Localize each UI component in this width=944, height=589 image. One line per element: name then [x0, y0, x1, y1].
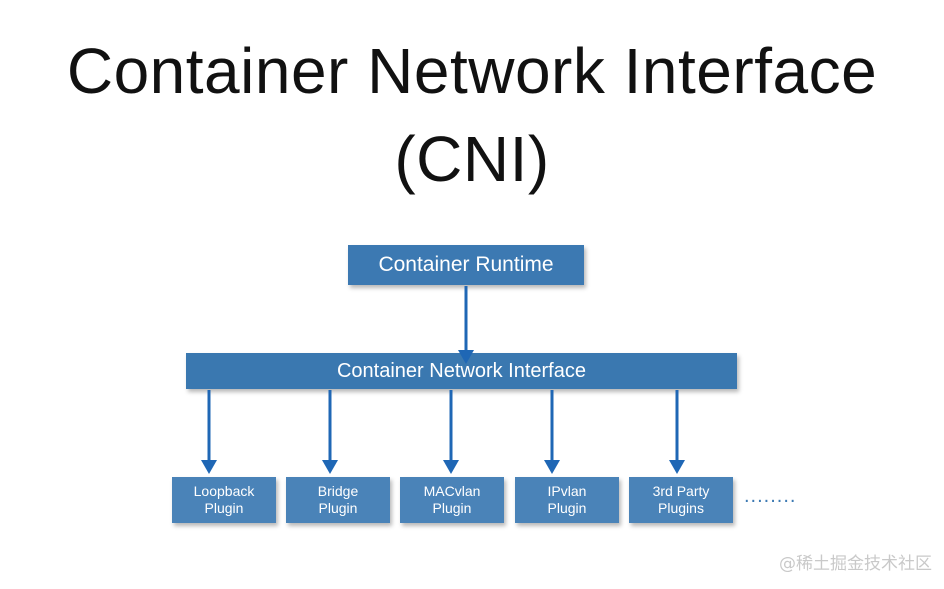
plugin-label: Loopback Plugin — [193, 483, 255, 516]
plugin-box-bridge: Bridge Plugin — [286, 477, 390, 523]
container-runtime-label: Container Runtime — [378, 253, 554, 276]
plugin-box-macvlan: MACvlan Plugin — [400, 477, 504, 523]
arrow-head-icon — [201, 460, 217, 474]
arrow-head-icon — [443, 460, 459, 474]
container-runtime-box: Container Runtime — [348, 245, 584, 285]
plugin-label: IPvlan Plugin — [547, 483, 587, 516]
arrow-head-icon — [458, 350, 474, 364]
title-line-1: Container Network Interface — [66, 35, 878, 107]
plugin-box-3rd-party: 3rd Party Plugins — [629, 477, 733, 523]
plugin-box-ipvlan: IPvlan Plugin — [515, 477, 619, 523]
more-plugins-indicator: ........ — [744, 485, 797, 507]
cni-box: Container Network Interface — [186, 353, 737, 389]
plugin-box-loopback: Loopback Plugin — [172, 477, 276, 523]
arrow-head-icon — [669, 460, 685, 474]
arrow-head-icon — [322, 460, 338, 474]
plugin-label: 3rd Party Plugins — [652, 483, 710, 516]
cni-label: Container Network Interface — [336, 359, 586, 382]
plugin-label: Bridge Plugin — [317, 483, 359, 516]
watermark: @稀土掘金技术社区 — [779, 554, 932, 574]
plugin-label: MACvlan Plugin — [423, 483, 481, 516]
title-line-2: (CNI) — [394, 123, 550, 195]
arrow-head-icon — [544, 460, 560, 474]
